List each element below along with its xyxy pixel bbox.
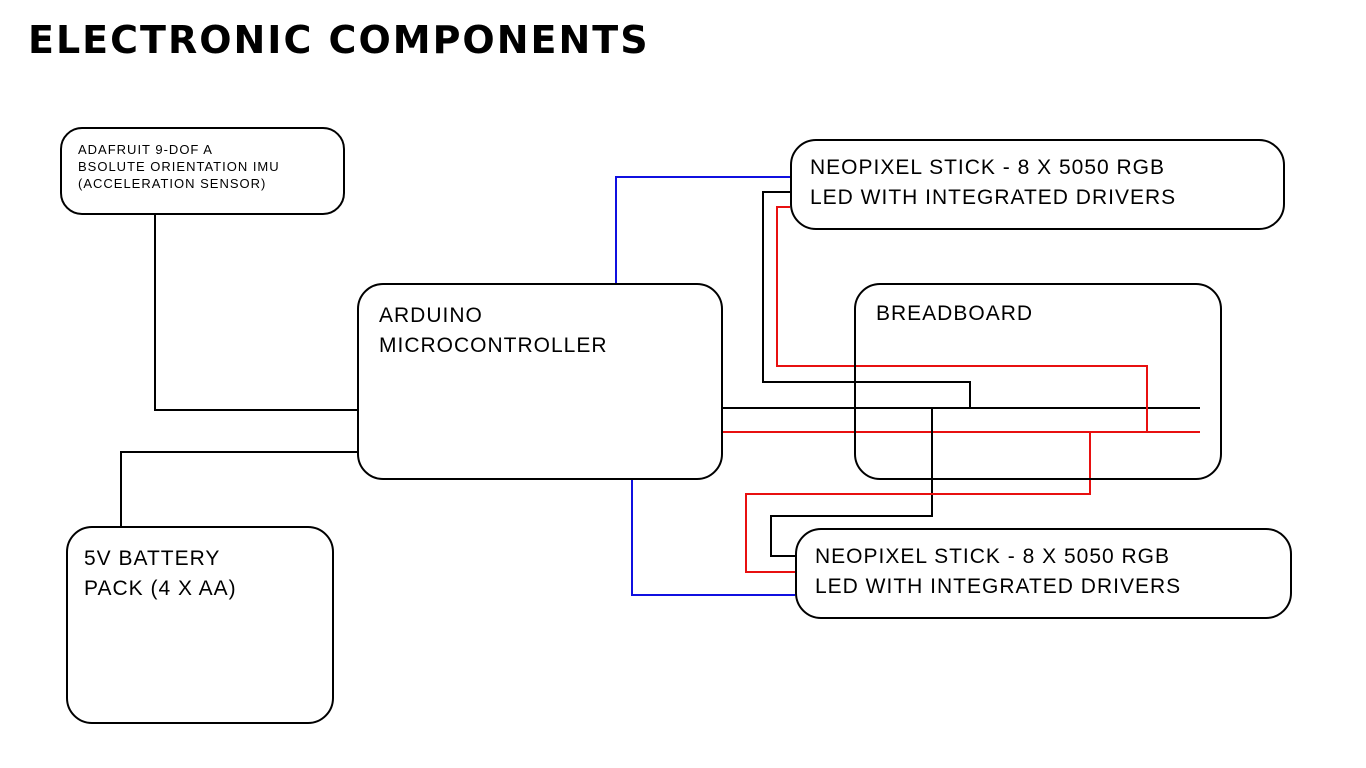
component-arduino: ARDUINO MICROCONTROLLER bbox=[357, 283, 723, 480]
component-breadboard: BREADBOARD bbox=[854, 283, 1222, 480]
component-imu-label-line-1: ADAFRUIT 9-DOF A bbox=[78, 142, 213, 157]
wire-battery-arduino bbox=[120, 451, 357, 526]
component-neopixel-top: NEOPIXEL STICK - 8 X 5050 RGB LED WITH I… bbox=[790, 139, 1285, 230]
component-imu: ADAFRUIT 9-DOF A BSOLUTE ORIENTATION IMU… bbox=[60, 127, 345, 215]
wire-neopixel-top-breadboard-black bbox=[762, 191, 971, 408]
component-neopixel-bottom-label-line-2: LED WITH INTEGRATED DRIVERS bbox=[815, 575, 1182, 599]
page-title: ELECTRONIC COMPONENTS bbox=[28, 18, 650, 62]
component-neopixel-top-label-line-1: NEOPIXEL STICK - 8 X 5050 RGB bbox=[810, 156, 1166, 179]
component-neopixel-top-label-line-2: LED WITH INTEGRATED DRIVERS bbox=[810, 186, 1177, 210]
component-imu-label-line-2: BSOLUTE ORIENTATION IMU bbox=[78, 158, 280, 174]
component-neopixel-bottom-label-line-1: NEOPIXEL STICK - 8 X 5050 RGB bbox=[815, 545, 1171, 568]
wire-arduino-neopixel-bottom-blue bbox=[631, 480, 795, 596]
component-imu-label-line-3: (ACCELERATION SENSOR) bbox=[78, 175, 267, 191]
wire-neopixel-bottom-breadboard-black bbox=[770, 408, 933, 557]
component-battery-label-line-2: PACK (4 X AA) bbox=[84, 577, 237, 601]
wire-imu-arduino bbox=[154, 215, 357, 411]
component-breadboard-label: BREADBOARD bbox=[876, 302, 1034, 325]
component-battery-label-line-1: 5V BATTERY bbox=[84, 547, 221, 570]
wire-arduino-neopixel-top-blue bbox=[615, 176, 790, 283]
component-arduino-label-line-2: MICROCONTROLLER bbox=[379, 334, 608, 358]
wire-neopixel-top-breadboard-red bbox=[776, 206, 1148, 432]
component-battery: 5V BATTERY PACK (4 X AA) bbox=[66, 526, 334, 724]
component-neopixel-bottom: NEOPIXEL STICK - 8 X 5050 RGB LED WITH I… bbox=[795, 528, 1292, 619]
component-arduino-label-line-1: ARDUINO bbox=[379, 304, 483, 327]
wire-neopixel-bottom-breadboard-red bbox=[745, 432, 1091, 573]
